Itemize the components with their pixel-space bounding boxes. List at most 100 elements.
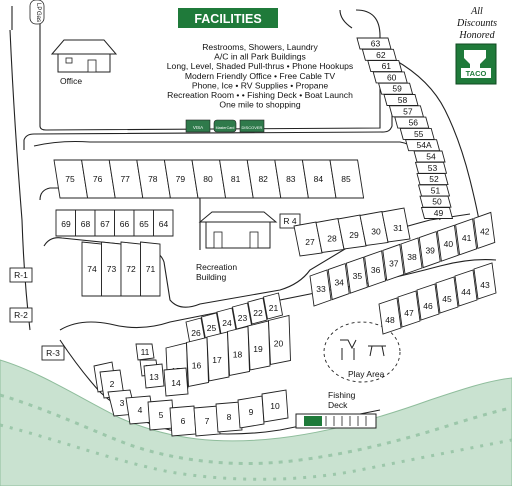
visa-card-label: VISA <box>193 125 203 130</box>
site-number: 78 <box>148 174 158 184</box>
site-31[interactable]: 31 <box>381 207 411 243</box>
site-66[interactable]: 66 <box>114 209 135 237</box>
site-9[interactable]: 9 <box>237 395 265 429</box>
site-43[interactable]: 43 <box>473 262 497 300</box>
site-number: 69 <box>61 219 71 229</box>
site-56[interactable]: 56 <box>394 116 430 129</box>
site-7[interactable]: 7 <box>193 405 221 437</box>
site-number: 9 <box>249 407 254 417</box>
site-30[interactable]: 30 <box>359 210 389 247</box>
road-lower <box>59 259 497 331</box>
site-number: 10 <box>270 401 280 411</box>
site-lot-shape <box>364 250 387 288</box>
site-lot-shape <box>413 150 446 163</box>
site-57[interactable]: 57 <box>388 105 424 118</box>
site-40[interactable]: 40 <box>436 224 459 262</box>
site-22[interactable]: 22 <box>247 297 268 325</box>
site-lot-shape <box>153 209 174 237</box>
site-lot-shape <box>455 218 478 256</box>
site-number: 13 <box>149 372 159 382</box>
site-lot-shape <box>414 161 448 174</box>
site-58[interactable]: 58 <box>383 94 419 106</box>
facility-line: One mile to shopping <box>219 100 300 110</box>
site-73[interactable]: 73 <box>101 241 122 297</box>
site-47[interactable]: 47 <box>397 290 421 328</box>
site-lot-shape <box>140 241 161 297</box>
site-lot-shape <box>293 221 323 257</box>
site-29[interactable]: 29 <box>337 214 367 250</box>
site-42[interactable]: 42 <box>473 211 496 250</box>
site-number: 6 <box>181 416 186 426</box>
site-67[interactable]: 67 <box>94 209 115 237</box>
site-45[interactable]: 45 <box>435 276 459 314</box>
site-64[interactable]: 64 <box>153 209 174 237</box>
site-number: 34 <box>334 278 344 288</box>
site-number: 19 <box>253 344 263 354</box>
site-54A[interactable]: 54A <box>405 139 441 152</box>
site-38[interactable]: 38 <box>400 237 423 275</box>
site-74[interactable]: 74 <box>81 241 102 297</box>
facilities-title: FACILITIES <box>194 12 261 26</box>
site-63[interactable]: 63 <box>356 37 392 50</box>
site-19[interactable]: 19 <box>247 320 271 371</box>
site-44[interactable]: 44 <box>454 269 478 307</box>
site-27[interactable]: 27 <box>293 221 323 257</box>
site-36[interactable]: 36 <box>364 250 387 288</box>
site-59[interactable]: 59 <box>378 82 414 95</box>
site-lot-shape <box>378 297 402 335</box>
site-lot-shape <box>420 207 454 219</box>
site-13[interactable]: 13 <box>143 363 165 389</box>
site-50[interactable]: 50 <box>419 195 452 208</box>
site-62[interactable]: 62 <box>361 48 397 61</box>
site-number: 50 <box>432 197 442 207</box>
site-85[interactable]: 85 <box>329 159 365 199</box>
site-number: 63 <box>371 39 381 49</box>
site-71[interactable]: 71 <box>140 241 161 297</box>
site-49[interactable]: 49 <box>420 207 454 219</box>
site-48[interactable]: 48 <box>378 297 402 335</box>
site-72[interactable]: 72 <box>120 241 141 297</box>
site-10[interactable]: 10 <box>261 389 289 423</box>
site-18[interactable]: 18 <box>227 325 250 377</box>
site-68[interactable]: 68 <box>75 209 96 237</box>
site-number: 54A <box>417 140 432 150</box>
site-number: 36 <box>371 265 381 275</box>
site-number: 33 <box>316 284 326 294</box>
site-17[interactable]: 17 <box>206 331 230 382</box>
site-39[interactable]: 39 <box>418 230 441 269</box>
site-33[interactable]: 33 <box>309 269 332 307</box>
site-lot-shape <box>473 262 497 300</box>
site-41[interactable]: 41 <box>455 218 478 256</box>
site-55[interactable]: 55 <box>399 127 435 140</box>
site-16[interactable]: 16 <box>186 336 209 388</box>
site-34[interactable]: 34 <box>327 262 350 301</box>
site-number: 82 <box>258 174 268 184</box>
site-53[interactable]: 53 <box>414 161 448 174</box>
site-52[interactable]: 52 <box>416 173 449 186</box>
site-number: 14 <box>171 378 181 388</box>
site-21[interactable]: 21 <box>262 292 284 320</box>
mastercard-label: MasterCard <box>216 126 235 130</box>
site-11[interactable]: 11 <box>135 343 155 361</box>
site-8[interactable]: 8 <box>215 401 243 433</box>
badge-line-2: Discounts <box>456 18 497 29</box>
site-51[interactable]: 51 <box>417 184 451 197</box>
site-37[interactable]: 37 <box>382 243 405 282</box>
site-28[interactable]: 28 <box>315 217 345 254</box>
site-number: 66 <box>120 219 130 229</box>
site-54[interactable]: 54 <box>413 150 446 163</box>
site-number: 65 <box>139 219 149 229</box>
site-number: 7 <box>205 416 210 426</box>
site-65[interactable]: 65 <box>133 209 154 237</box>
site-35[interactable]: 35 <box>345 256 368 294</box>
site-61[interactable]: 61 <box>367 60 403 73</box>
site-number: 54 <box>426 152 436 162</box>
site-46[interactable]: 46 <box>416 283 440 321</box>
site-20[interactable]: 20 <box>268 314 291 366</box>
site-6[interactable]: 6 <box>169 405 197 437</box>
site-lot-shape <box>397 290 421 328</box>
site-69[interactable]: 69 <box>55 209 76 237</box>
site-60[interactable]: 60 <box>372 71 408 84</box>
site-14[interactable]: 14 <box>163 367 189 397</box>
